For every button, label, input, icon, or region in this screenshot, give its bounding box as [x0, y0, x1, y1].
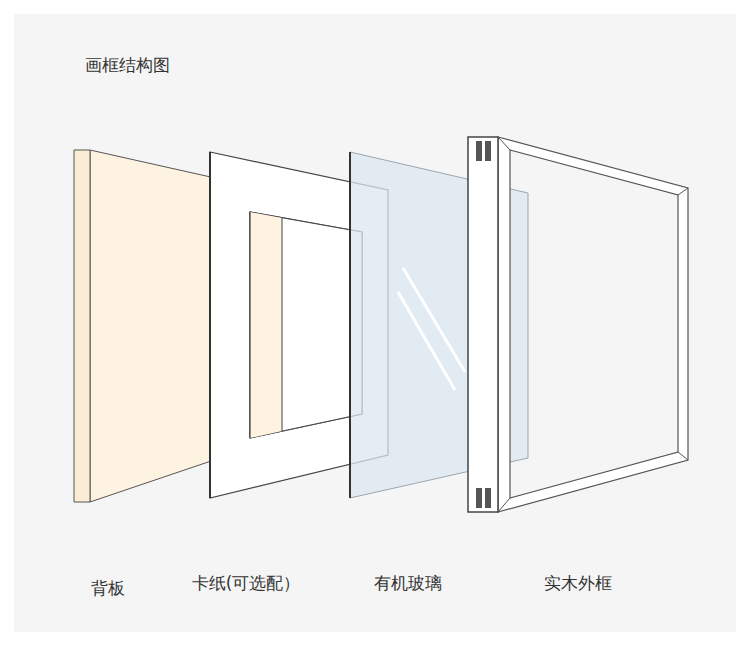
wood-frame-figure — [468, 137, 688, 512]
part-label: 卡纸(可选配） — [192, 572, 301, 595]
part-label: 有机玻璃 — [374, 572, 442, 595]
part-label: 背板 — [91, 577, 125, 600]
panel-ground — [14, 14, 736, 632]
part-label: 实木外框 — [544, 572, 612, 595]
diagram-title: 画框结构图 — [85, 54, 170, 77]
